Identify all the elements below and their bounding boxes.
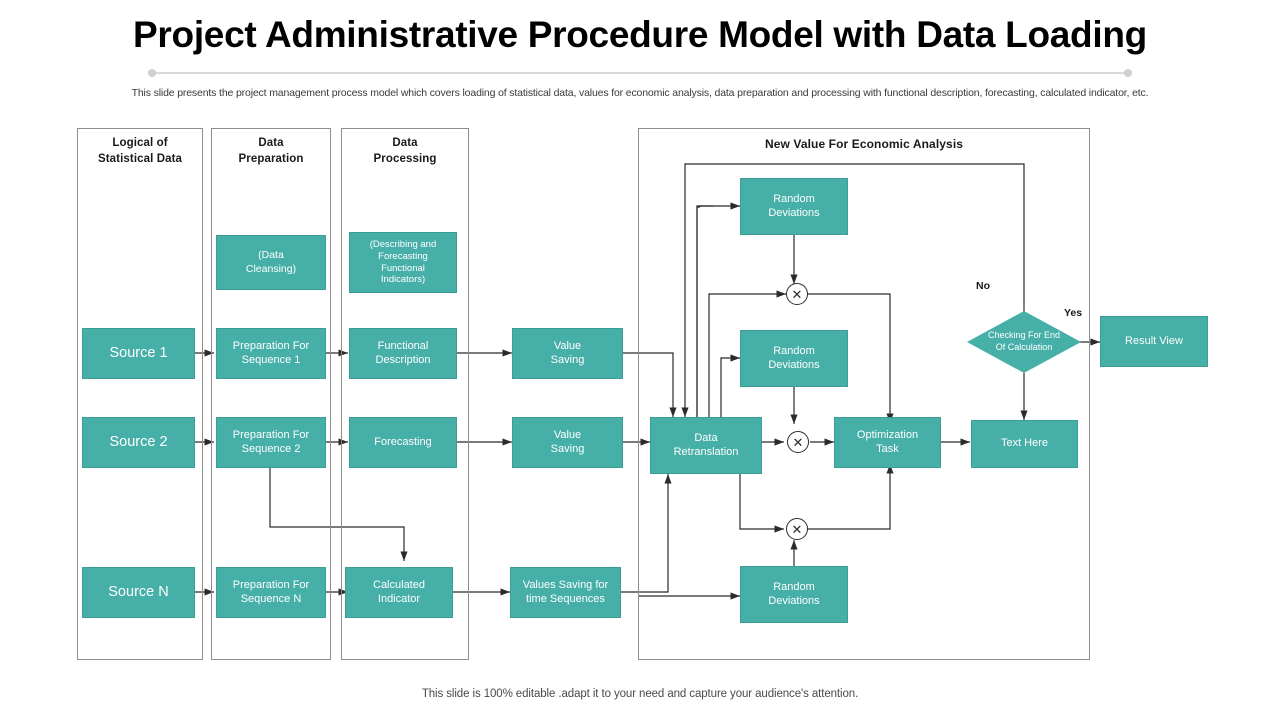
lane-title-preparation-line1: Data [258,137,284,149]
multiply-icon: ✕ [791,286,803,302]
node-source-1[interactable]: Source 1 [82,328,195,379]
multiply-icon: ✕ [792,434,804,450]
lane-title-processing-line1: Data [392,137,418,149]
node-source-2-label: Source 2 [109,434,168,451]
edge-label-yes: Yes [1064,307,1083,319]
lane-title-logical-line2: Statistical Data [97,152,183,165]
node-result-view[interactable]: Result View [1100,316,1208,367]
lane-economic [638,128,1090,660]
lane-title-logical-line1: Logical of [112,137,168,149]
lane-title-preparation-line2: Preparation [238,152,304,165]
edge-label-no: No [976,280,990,292]
node-forecasting-label: Forecasting [374,435,432,448]
node-text-here[interactable]: Text Here [971,420,1078,468]
junction-multiply-2: ✕ [787,431,809,453]
page-title: Project Administrative Procedure Model w… [133,14,1147,55]
lane-title-economic: New Value For Economic Analysis [764,137,964,151]
node-source-1-label: Source 1 [109,345,168,362]
node-source-n-label: Source N [108,584,169,601]
junction-multiply-3: ✕ [786,518,808,540]
junction-multiply-1: ✕ [786,283,808,305]
lane-logical [77,128,203,660]
node-source-n[interactable]: Source N [82,567,195,618]
slide-subtitle: This slide presents the project manageme… [131,87,1149,99]
multiply-icon: ✕ [791,521,803,537]
node-result-view-label: Result View [1125,334,1183,347]
lane-processing [341,128,469,660]
lane-preparation [211,128,331,660]
lane-title-logical: Logical of Statistical Data [77,136,203,167]
title-divider [148,69,1132,77]
node-text-here-label: Text Here [1000,437,1049,450]
node-forecasting[interactable]: Forecasting [349,417,457,468]
lane-title-processing: Data Processing [341,136,469,167]
lane-title-processing-line2: Processing [373,152,437,165]
lane-title-preparation: Data Preparation [211,136,331,167]
slide-footer: This slide is 100% editable .adapt it to… [421,688,859,700]
diagram-canvas: Logical of Statistical Data Data Prepara… [0,118,1280,678]
node-source-2[interactable]: Source 2 [82,417,195,468]
